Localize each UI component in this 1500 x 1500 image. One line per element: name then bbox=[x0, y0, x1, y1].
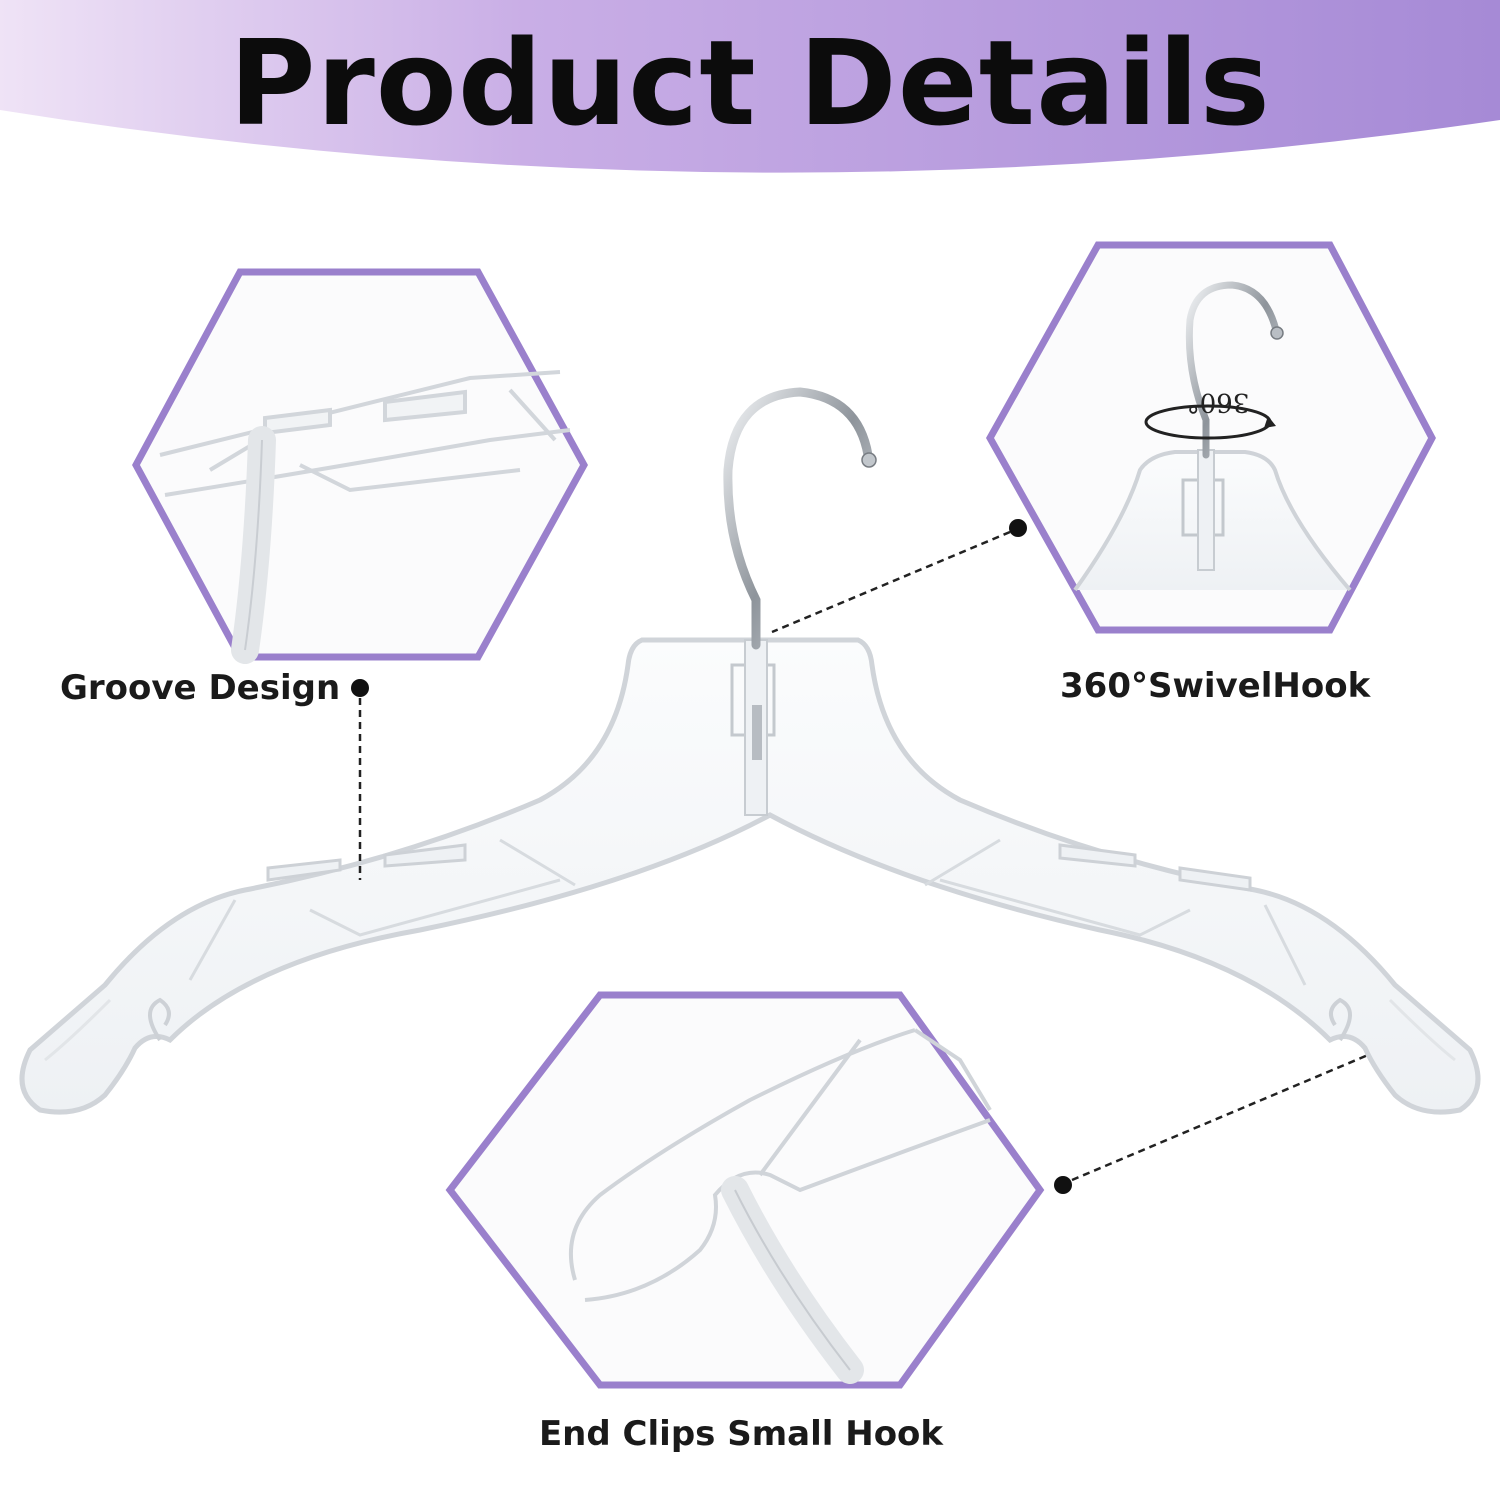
end-clips-detail-hexagon bbox=[445, 991, 1045, 1389]
end-clips-closeup-hanger bbox=[568, 1028, 992, 1384]
swivel-leader bbox=[771, 519, 1027, 634]
swivel-detail-hexagon: 360° bbox=[985, 241, 1436, 634]
main-hanger bbox=[19, 387, 1481, 1115]
header-banner bbox=[0, 0, 1500, 173]
hanger-hook-icon bbox=[723, 387, 873, 650]
swivel-hook-label: 360°SwivelHook bbox=[1060, 666, 1371, 706]
page-title: Product Details bbox=[229, 14, 1271, 152]
end-clips-label: End Clips Small Hook bbox=[538, 1414, 944, 1454]
groove-detail-hexagon bbox=[132, 268, 588, 664]
groove-leader bbox=[351, 679, 369, 880]
end-clips-leader bbox=[1054, 1053, 1369, 1194]
rotation-degree-badge: 360° bbox=[1187, 387, 1250, 417]
swivel-hook-icon bbox=[1185, 281, 1280, 459]
swivel-closeup-hanger: 360° bbox=[1073, 281, 1352, 592]
groove-closeup-hanger bbox=[159, 370, 571, 664]
groove-design-label: Groove Design bbox=[60, 668, 341, 708]
